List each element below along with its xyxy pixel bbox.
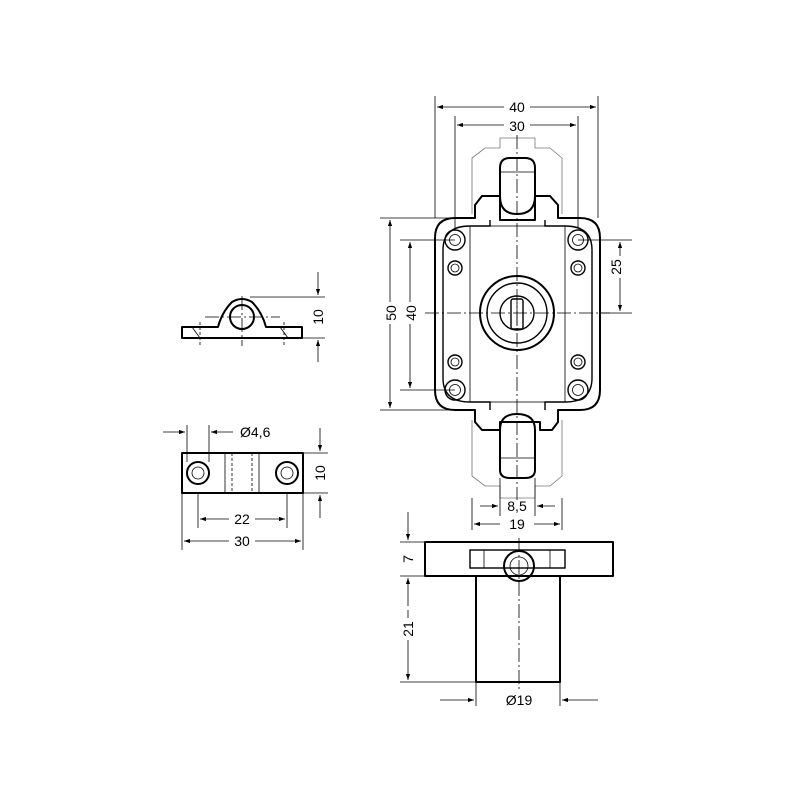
cylinder-body — [475, 575, 561, 683]
top-bolt-extended — [471, 137, 563, 214]
dim-striker-hole-diameter: Ø4,6 — [240, 424, 271, 440]
dim-cylinder-diameter: Ø19 — [506, 692, 533, 708]
lock-plate-center-panel — [469, 225, 566, 403]
dim-lock-width-inner: 30 — [509, 118, 525, 134]
striker-hole-right — [275, 461, 299, 485]
dim-lock-height-inner: 40 — [403, 305, 419, 321]
lock-side-view: 7 21 Ø19 — [400, 512, 614, 708]
bottom-bolt-extended — [471, 420, 563, 499]
inner-hole-upper-left — [447, 260, 463, 276]
striker-hole-left — [186, 461, 210, 485]
flange-slot — [469, 549, 566, 569]
dim-lock-width-outer: 40 — [509, 99, 525, 115]
lock-front-view: 40 30 50 40 25 8,5 1 — [380, 96, 632, 532]
striker-top-view: Ø4,6 10 22 30 — [163, 424, 328, 550]
dim-hole-spacing-right: 25 — [608, 259, 624, 275]
top-bolt — [499, 157, 536, 215]
dim-lock-height-outer: 50 — [383, 305, 399, 321]
striker-plate — [181, 452, 304, 494]
striker-side-view: 10 — [181, 272, 326, 362]
mounting-hole-bottom-right — [567, 379, 589, 401]
dim-striker-hole-spacing: 22 — [234, 511, 250, 527]
inner-hole-upper-right — [570, 260, 586, 276]
dim-cylinder-width: 19 — [509, 516, 525, 532]
striker-profile — [181, 298, 303, 339]
dim-bolt-width: 8,5 — [507, 498, 527, 514]
bottom-bolt — [499, 413, 536, 479]
inner-hole-lower-left — [447, 354, 463, 370]
lock-plate-outline — [434, 195, 601, 431]
dim-flange-height: 7 — [400, 555, 416, 563]
lock-plate-inner-outline — [442, 220, 593, 410]
dim-striker-top-height: 10 — [312, 465, 328, 481]
inner-hole-lower-right — [570, 354, 586, 370]
dim-striker-length: 30 — [234, 533, 250, 549]
dim-cylinder-length: 21 — [400, 621, 416, 637]
dim-striker-side-height: 10 — [310, 309, 326, 325]
